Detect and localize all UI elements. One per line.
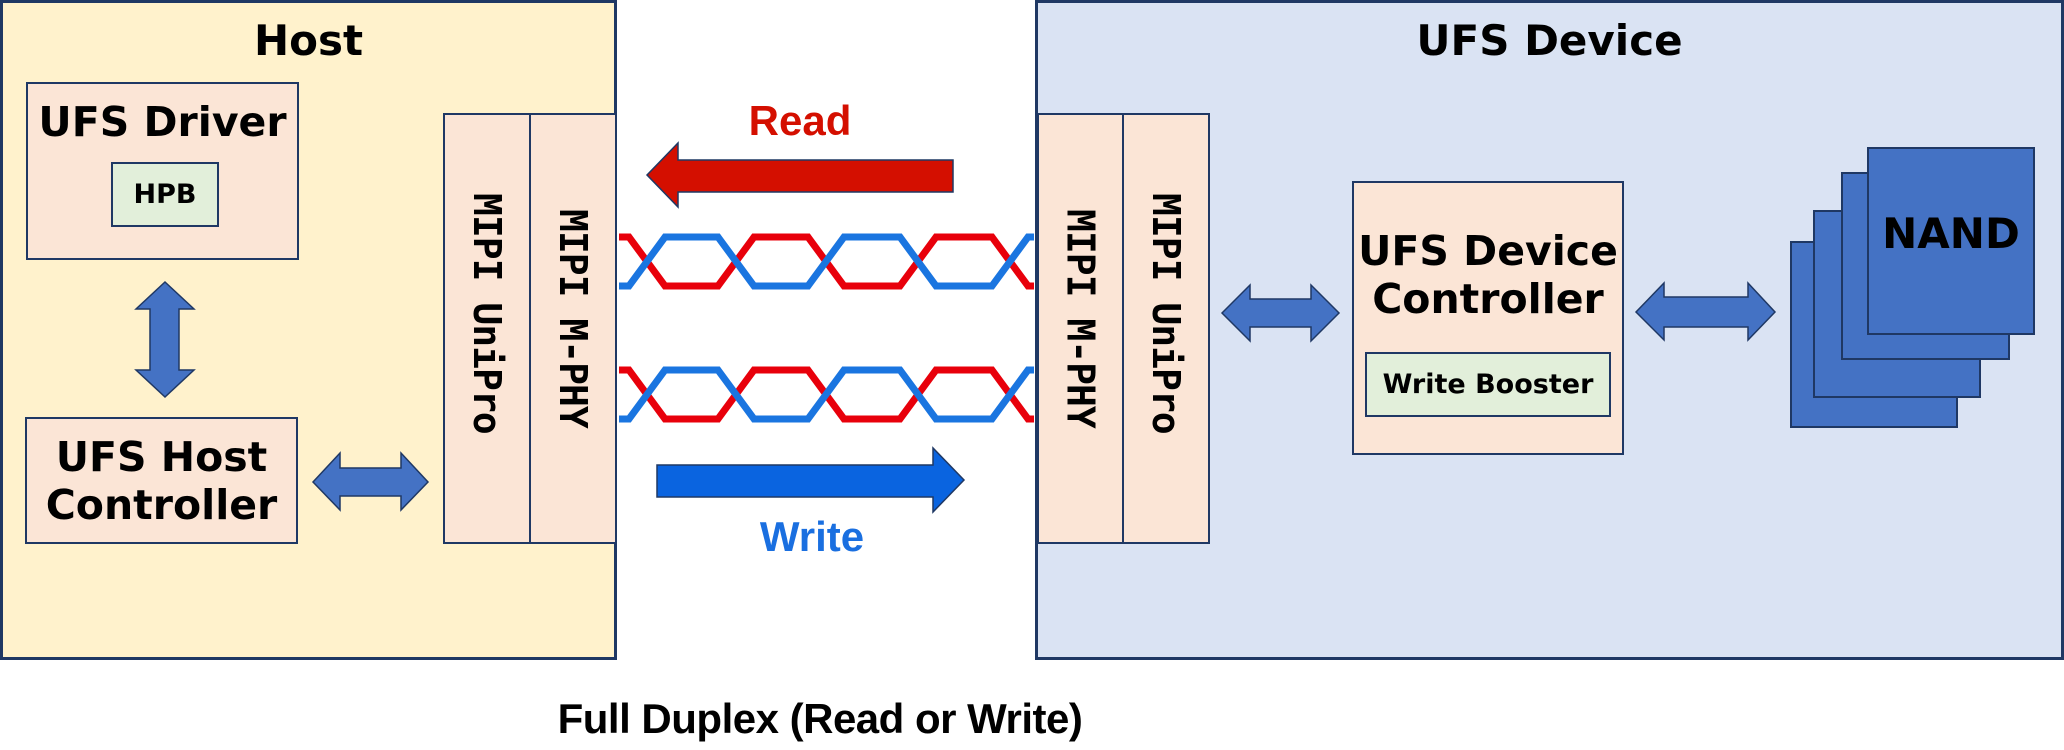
device-mipi-mphy-block: MIPI M-PHY	[1037, 113, 1124, 544]
device-mipi-unipro-block: MIPI UniPro	[1122, 113, 1210, 544]
hpb-block: HPB	[111, 162, 219, 227]
host-title: Host	[253, 16, 364, 65]
ufs-host-controller-block: UFS Host Controller	[25, 417, 298, 544]
read-label: Read	[748, 97, 852, 144]
device-title: UFS Device	[1416, 16, 1683, 65]
host-mipi-mphy-label: MIPI M-PHY	[551, 209, 595, 428]
host-mipi-unipro-block: MIPI UniPro	[443, 113, 531, 544]
ufs-device-controller-line1: UFS Device	[1358, 227, 1618, 275]
nand-label: NAND	[1882, 209, 2020, 258]
host-mipi-unipro-label: MIPI UniPro	[465, 193, 509, 434]
nand-layer-1: NAND	[1867, 147, 2035, 335]
write-booster-block: Write Booster	[1365, 352, 1611, 417]
host-mipi-mphy-block: MIPI M-PHY	[529, 113, 617, 544]
ufs-driver-label: UFS Driver	[38, 98, 287, 146]
wire-lane-1-blue	[619, 233, 1034, 290]
ufs-device-controller-label: UFS Device Controller	[1354, 227, 1622, 323]
full-duplex-caption: Full Duplex (Read or Write)	[557, 695, 1083, 742]
device-mipi-unipro-label: MIPI UniPro	[1144, 193, 1188, 434]
driver-controller-arrow-icon	[134, 280, 196, 399]
wire-lane-2-blue	[619, 366, 1034, 423]
host-controller-unipro-arrow-icon	[311, 451, 430, 512]
device-mipi-mphy-label: MIPI M-PHY	[1058, 209, 1103, 428]
write-label: Write	[759, 513, 865, 560]
ufs-device-controller-line2: Controller	[1372, 275, 1604, 323]
ufs-host-controller-line1: UFS Host	[55, 432, 268, 481]
ufs-host-controller-line2: Controller	[45, 480, 278, 529]
